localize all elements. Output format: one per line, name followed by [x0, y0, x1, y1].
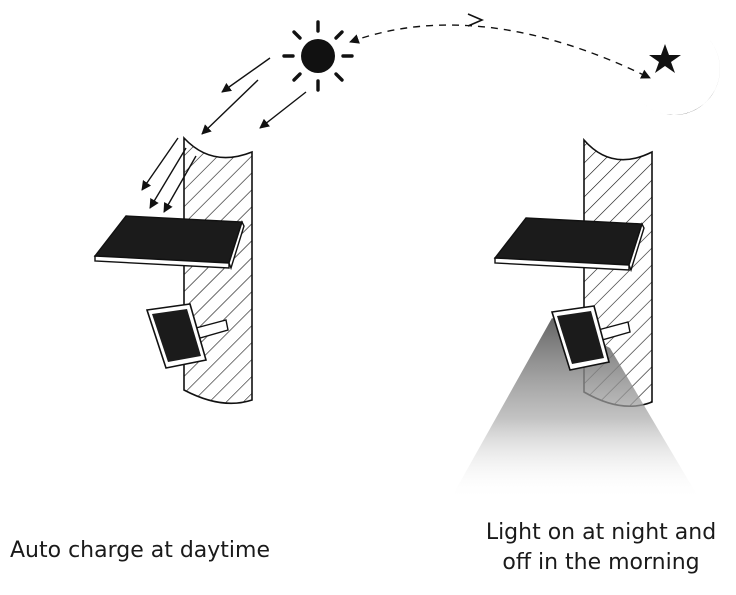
day-night-cycle-arc [349, 24, 651, 79]
daytime-solar-panel [93, 215, 245, 271]
daytime-wall [183, 135, 253, 405]
sun-icon [282, 20, 354, 92]
crescent-moon-icon [642, 36, 720, 115]
night-solar-panel [493, 217, 645, 273]
night-flood-light [550, 305, 631, 371]
night-caption-line-1: Light on at night and [485, 520, 717, 545]
night-caption-line-2: off in the morning [502, 550, 700, 575]
daytime-caption: Auto charge at daytime [10, 538, 271, 563]
star-icon [649, 44, 681, 73]
light-beam [450, 318, 700, 500]
arc-direction-arrow [467, 13, 485, 27]
sunlight-rays [141, 57, 307, 213]
daytime-flood-light [145, 303, 229, 369]
night-caption: Light on at night and off in the morning [466, 518, 736, 578]
